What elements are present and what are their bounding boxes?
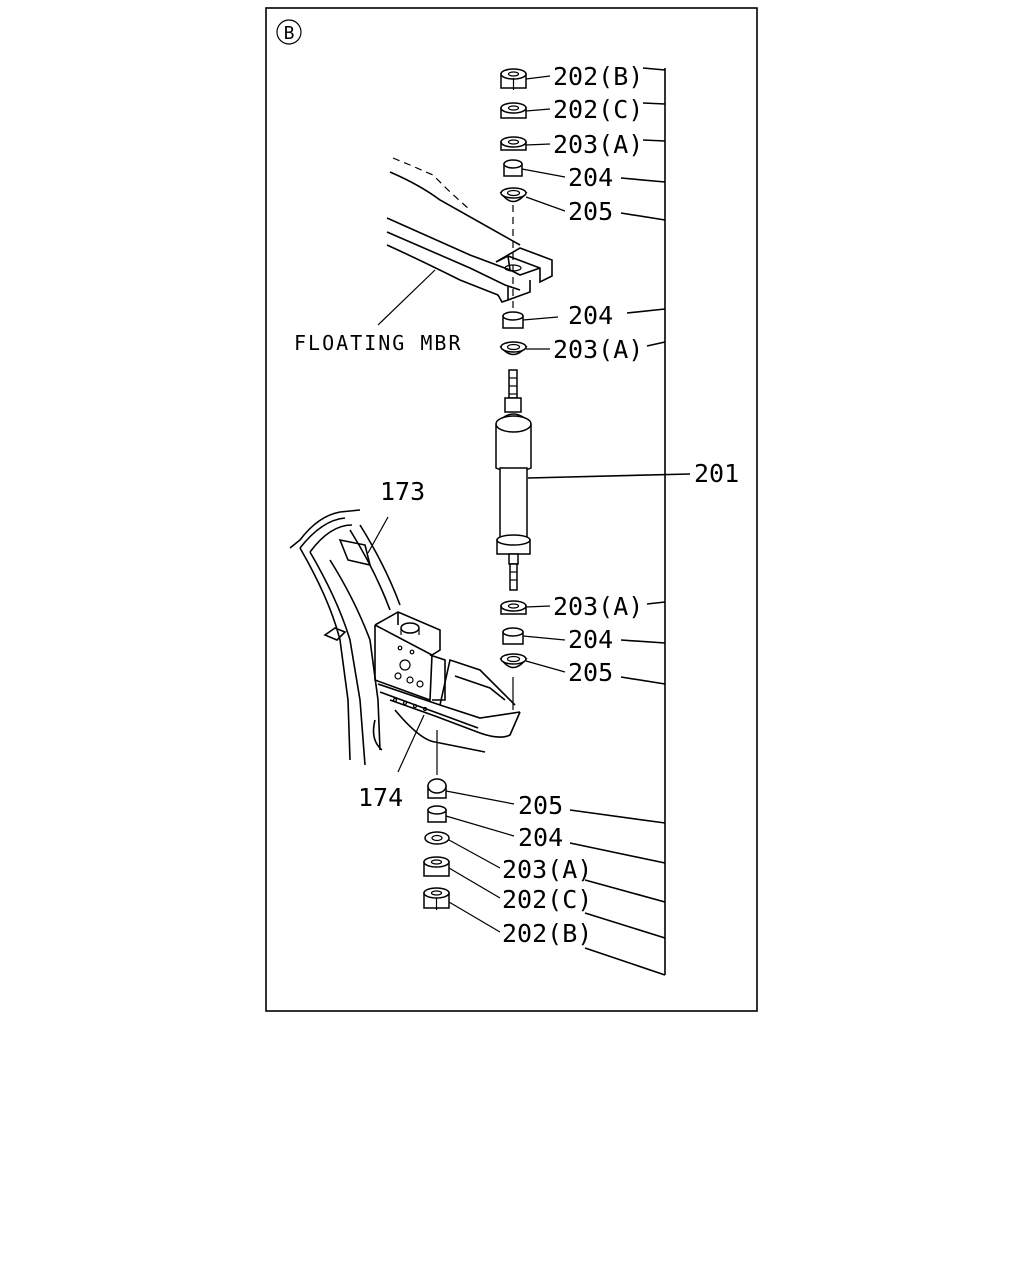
callout-upper-2: 202(C) — [553, 95, 643, 124]
shock-absorber — [495, 369, 532, 591]
nut-202c-upper — [500, 102, 527, 119]
callout-lower-3: 203(A) — [502, 855, 592, 884]
callout-middle-1: 203(A) — [553, 592, 643, 621]
washer-203a-upper — [500, 136, 527, 151]
bushing-204-upper2 — [502, 311, 524, 329]
washer-203a-middle — [500, 600, 527, 615]
floating-member-leader — [377, 269, 436, 326]
frame-173-label: 173 — [380, 477, 425, 506]
callout-upper-7: 203(A) — [553, 335, 643, 364]
callout-lower-4: 202(C) — [502, 885, 592, 914]
washer-203a-lower — [424, 831, 450, 845]
nut-202b-lower — [423, 887, 450, 910]
callout-upper-1: 202(B) — [553, 62, 643, 91]
bushing-204-lower — [427, 805, 447, 823]
bushing-204-upper — [503, 159, 523, 177]
frame-173-leader — [367, 516, 389, 554]
bushing-204-middle — [502, 627, 524, 645]
diagram-border — [265, 7, 758, 1012]
bracket-174-label: 174 — [358, 783, 403, 812]
nut-202c-lower — [423, 856, 450, 877]
nut-202b-upper — [500, 68, 527, 90]
callout-middle-3: 205 — [568, 658, 613, 687]
cup-205-middle — [499, 653, 528, 669]
shock-absorber-label: 201 — [694, 459, 739, 488]
callout-middle-2: 204 — [568, 625, 613, 654]
shock-absorber-leader — [527, 473, 691, 479]
bracket-174-leader — [397, 714, 425, 773]
view-marker-letter: B — [284, 23, 295, 44]
washer-203a-upper2 — [499, 341, 528, 356]
callout-bracket — [569, 67, 666, 976]
floating-member — [386, 157, 553, 303]
callout-upper-5: 205 — [568, 197, 613, 226]
view-marker: B — [276, 19, 302, 45]
callout-lower-2: 204 — [518, 823, 563, 852]
upper-leaders — [445, 75, 566, 933]
callout-upper-3: 203(A) — [553, 130, 643, 159]
callout-upper-6: 204 — [568, 301, 613, 330]
callout-upper-4: 204 — [568, 163, 613, 192]
floating-member-label: FLOATING MBR — [294, 331, 463, 355]
cup-205-lower — [427, 778, 447, 799]
callout-lower-5: 202(B) — [502, 919, 592, 948]
cup-205-upper — [499, 187, 528, 203]
callout-lower-1: 205 — [518, 791, 563, 820]
frame-assembly — [289, 509, 521, 766]
